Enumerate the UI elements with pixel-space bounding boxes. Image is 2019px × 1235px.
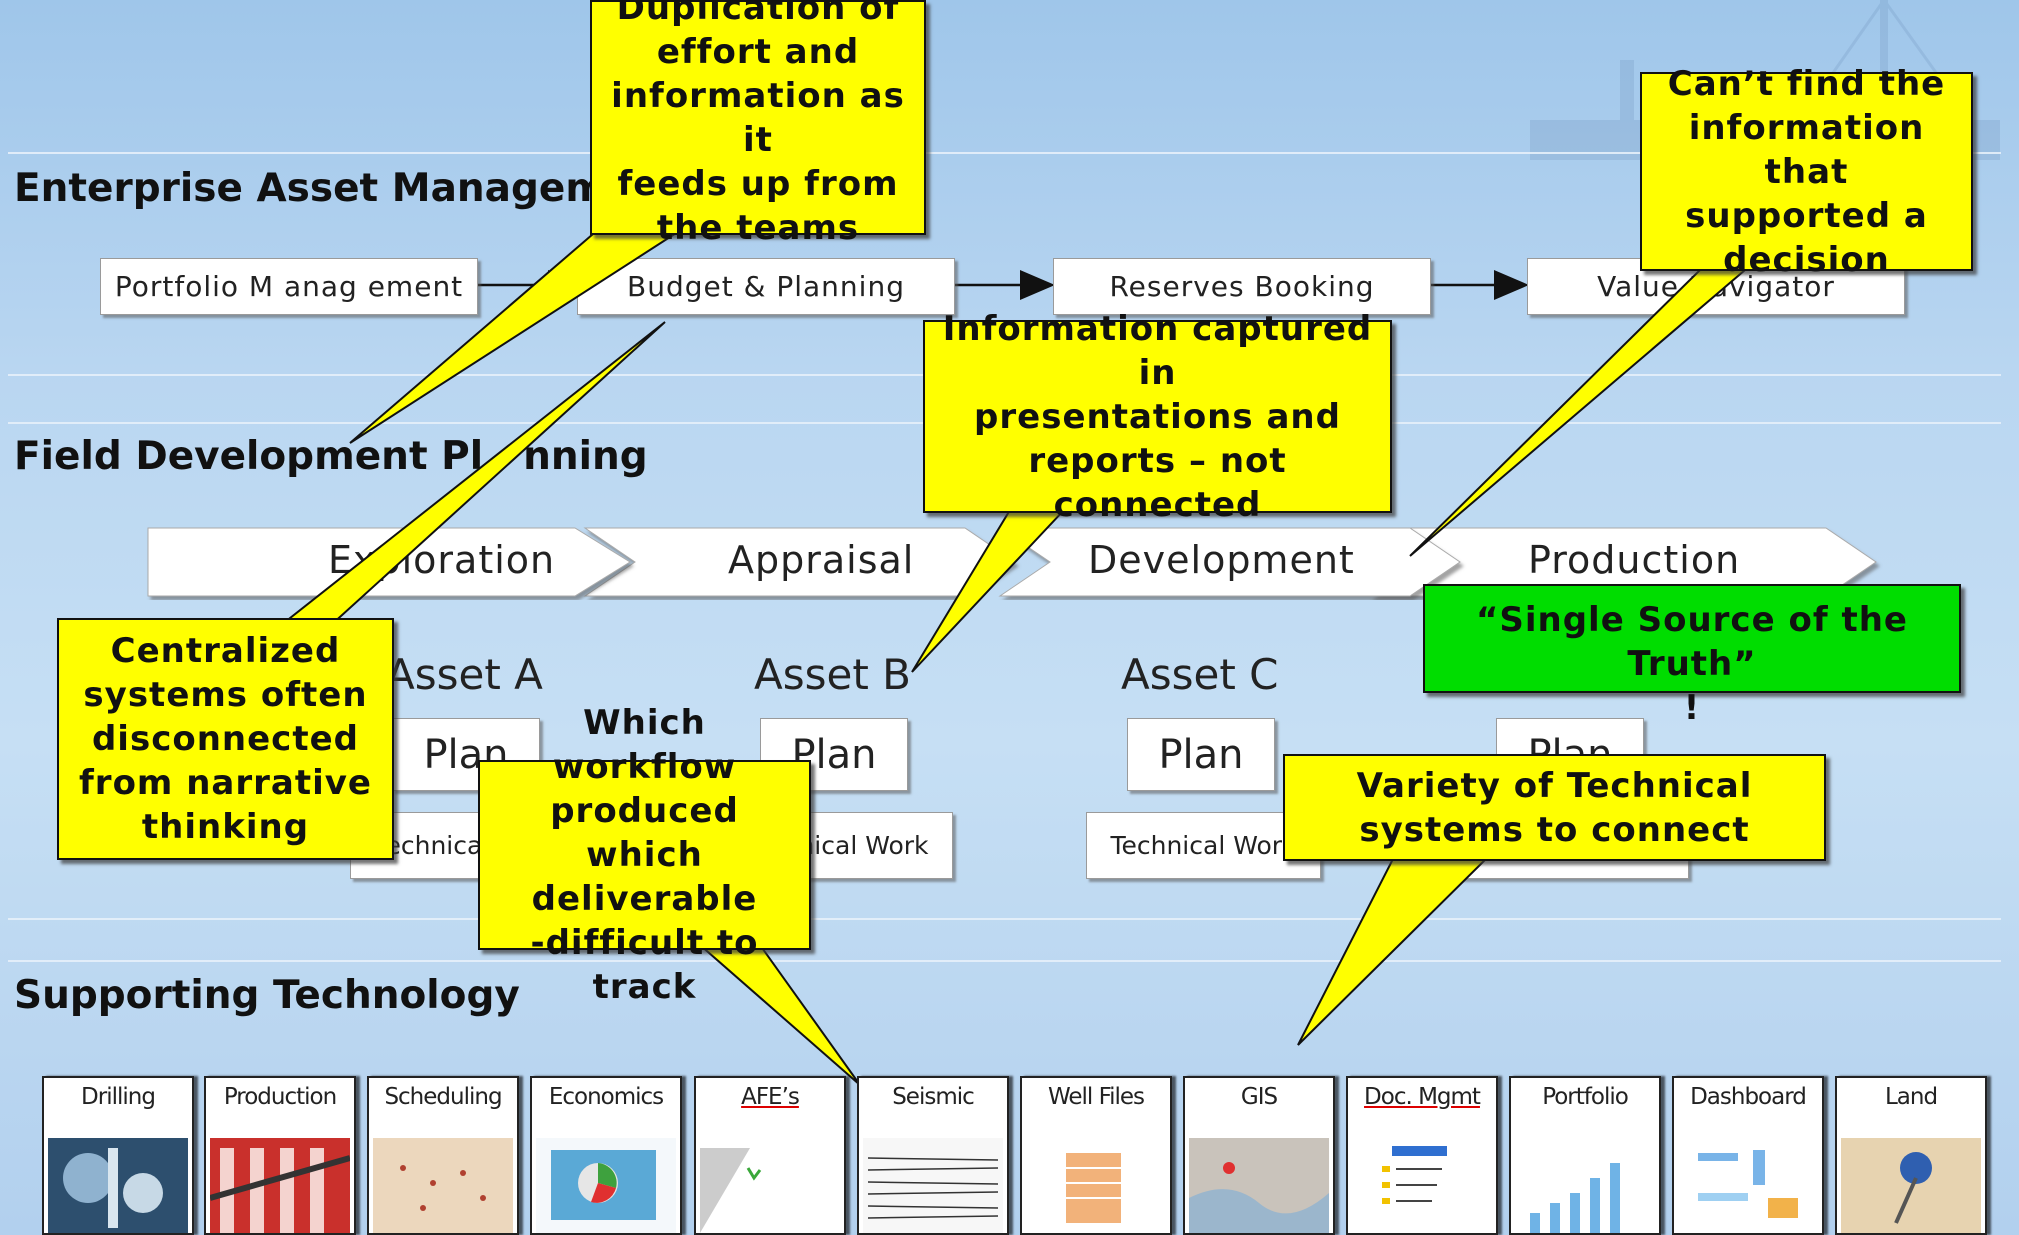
- tech-tile-label: Land: [1884, 1084, 1938, 1110]
- tech-tile-label: GIS: [1240, 1084, 1278, 1110]
- pointer-cant-find: [1409, 269, 1748, 557]
- tech-tile-label: Seismic: [892, 1084, 975, 1110]
- flow-box-reserves-booking[interactable]: Reserves Booking: [1053, 258, 1431, 315]
- single-source-line1: “Single Source of the Truth”: [1476, 600, 1908, 684]
- technical-work-label: Technical Work: [1110, 831, 1297, 860]
- tech-tile-land[interactable]: Land: [1835, 1076, 1987, 1235]
- tech-tile-drilling[interactable]: Drilling: [42, 1076, 194, 1235]
- tech-tile-well-files[interactable]: Well Files: [1020, 1076, 1172, 1235]
- asset-label-b: Asset B: [754, 650, 911, 699]
- pointer-captured: [911, 509, 1067, 673]
- phase-label-development: Development: [1088, 538, 1355, 582]
- callout-centralized: Centralized systems often disconnected f…: [57, 618, 394, 860]
- pointer-centralized: [277, 321, 666, 627]
- callout-captured: Information captured in presentations an…: [923, 309, 1392, 525]
- separator: [8, 960, 2001, 962]
- seismic-image-icon: [863, 1138, 1003, 1233]
- section-title-field-part1: Field Development Pl: [14, 434, 484, 479]
- flow-box-label: Portfolio M anag ement: [114, 270, 464, 303]
- tech-tile-scheduling[interactable]: Scheduling: [367, 1076, 519, 1235]
- scheduling-image-icon: [373, 1138, 513, 1233]
- tech-tile-economics[interactable]: Economics: [530, 1076, 682, 1235]
- separator: [8, 918, 2001, 920]
- production-image-icon: [210, 1138, 350, 1233]
- pointer-duplication: [349, 227, 688, 444]
- economics-chart-icon: [536, 1138, 676, 1233]
- well-files-image-icon: [1026, 1138, 1166, 1233]
- callout-variety: Variety of Technical systems to connect: [1283, 754, 1826, 861]
- tech-tile-label: Economics: [548, 1084, 664, 1110]
- tech-tile-afes[interactable]: AFE’s: [694, 1076, 846, 1235]
- portfolio-chart-icon: [1515, 1138, 1655, 1233]
- tech-tile-label: AFE’s: [741, 1084, 800, 1110]
- asset-label-a: Asset A: [386, 650, 543, 699]
- flow-box-portfolio-management[interactable]: Portfolio M anag ement: [100, 258, 478, 315]
- section-title-enterprise: Enterprise Asset Managem: [14, 166, 606, 211]
- tech-tile-production[interactable]: Production: [204, 1076, 356, 1235]
- callout-cant-find: Can’t find the information that supporte…: [1640, 64, 1973, 280]
- tech-tile-label: Doc. Mgmt: [1364, 1084, 1481, 1110]
- drilling-image-icon: [48, 1138, 188, 1233]
- tech-tile-doc-mgmt[interactable]: Doc. Mgmt: [1346, 1076, 1498, 1235]
- single-source-line2: !: [1683, 688, 1701, 728]
- callout-workflow: Which workflow produced which deliverabl…: [478, 703, 811, 1007]
- technical-work-box-c[interactable]: Technical Work: [1086, 812, 1321, 879]
- tech-tile-label: Dashboard: [1690, 1084, 1807, 1110]
- gis-map-icon: [1189, 1138, 1329, 1233]
- section-title-field-part2: nning: [523, 434, 648, 479]
- phase-chevron-development: [998, 527, 1461, 597]
- tech-tile-gis[interactable]: GIS: [1183, 1076, 1335, 1235]
- tech-tile-portfolio[interactable]: Portfolio: [1509, 1076, 1661, 1235]
- phase-label-production: Production: [1528, 538, 1741, 582]
- flow-box-label: Budget & Planning: [627, 270, 905, 303]
- separator: [8, 152, 2001, 154]
- pointer-variety: [1297, 854, 1493, 1046]
- single-source-of-truth-box: “Single Source of the Truth” !: [1423, 584, 1961, 728]
- tech-tile-label: Drilling: [81, 1084, 156, 1110]
- flow-box-budget-planning[interactable]: Budget & Planning: [577, 258, 955, 315]
- flow-box-label: Reserves Booking: [1109, 270, 1375, 303]
- tech-tile-dashboard[interactable]: Dashboard: [1672, 1076, 1824, 1235]
- doc-mgmt-image-icon: [1352, 1138, 1492, 1233]
- phase-label-appraisal: Appraisal: [728, 538, 915, 582]
- section-title-field-development: Field Development Pl nning: [14, 434, 648, 479]
- section-title-supporting-technology: Supporting Technology: [14, 973, 520, 1018]
- afes-image-icon: [700, 1138, 840, 1233]
- land-map-pin-icon: [1841, 1138, 1981, 1233]
- asset-label-c: Asset C: [1121, 650, 1279, 699]
- tech-tile-label: Well Files: [1047, 1084, 1145, 1110]
- plan-label: Plan: [1158, 731, 1244, 778]
- tech-tile-label: Scheduling: [384, 1084, 502, 1110]
- tech-tile-seismic[interactable]: Seismic: [857, 1076, 1009, 1235]
- dashboard-image-icon: [1678, 1138, 1818, 1233]
- callout-duplication: Duplication of effort and information as…: [590, 0, 926, 248]
- plan-box-c[interactable]: Plan: [1127, 718, 1275, 791]
- tech-tile-label: Production: [223, 1084, 337, 1110]
- tech-tile-label: Portfolio: [1542, 1084, 1629, 1110]
